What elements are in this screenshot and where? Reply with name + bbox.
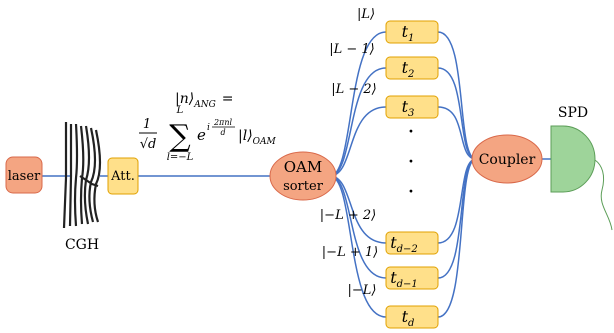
equation-lhs: |n⟩ANG = bbox=[175, 91, 234, 110]
mode-label-3: |L − 2⟩ bbox=[331, 82, 377, 97]
delay-label-sub: 3 bbox=[408, 108, 414, 119]
equation-lhs-sub: ANG bbox=[193, 100, 216, 110]
equation-sum-upper: L bbox=[176, 105, 184, 116]
equation-sum-lower: l=−L bbox=[167, 152, 194, 163]
delay-label: t2 bbox=[402, 58, 415, 80]
delay-box-3: t3 bbox=[385, 95, 439, 119]
oam-sorter: OAM sorter bbox=[269, 151, 337, 201]
delay-box-1: t1 bbox=[385, 20, 439, 44]
laser-box bbox=[5, 156, 43, 194]
delay-label: td−1 bbox=[390, 268, 418, 290]
spd-detector: SPD bbox=[550, 105, 613, 231]
branch-out-path bbox=[437, 158, 477, 318]
oam-sorter-label-line2: sorter bbox=[283, 179, 324, 194]
mode-label-6: |−L⟩ bbox=[348, 283, 377, 298]
branch-paths bbox=[329, 31, 477, 318]
spd-output-fiber bbox=[594, 159, 613, 231]
equation-exp-den: d bbox=[220, 128, 225, 137]
delay-box-4: td−2 bbox=[385, 231, 439, 255]
branch-out-path bbox=[437, 106, 477, 160]
branch-out-path bbox=[437, 158, 477, 244]
delay-label-sub: d−2 bbox=[397, 244, 418, 255]
delay-label: td bbox=[402, 307, 415, 329]
mode-label-1: |L⟩ bbox=[357, 7, 375, 22]
delay-box-rect bbox=[385, 95, 439, 119]
delay-box-rect bbox=[385, 20, 439, 44]
delay-box-2: t2 bbox=[385, 56, 439, 80]
equation-exp-i: i bbox=[207, 123, 210, 133]
equation-frac-den: √d bbox=[140, 137, 157, 152]
equation-lhs-ket: |n⟩ bbox=[175, 91, 194, 107]
delay-label-sub: 1 bbox=[408, 33, 414, 44]
delay-label-main: t bbox=[402, 22, 409, 41]
delay-lines: t1|L⟩t2|L − 1⟩t3|L − 2⟩td−2|−L + 2⟩td−1|… bbox=[320, 7, 439, 329]
attenuator: Att. bbox=[107, 157, 139, 195]
delay-label-main: t bbox=[402, 307, 409, 326]
delay-label: t1 bbox=[402, 22, 415, 44]
delay-box-5: td−1 bbox=[385, 266, 439, 290]
delay-box-rect bbox=[385, 231, 439, 255]
coupler-ellipse bbox=[471, 134, 543, 184]
branch-in-path bbox=[329, 175, 387, 279]
delay-label-sub: d−1 bbox=[397, 279, 418, 290]
equation-ket: |l⟩OAM bbox=[238, 128, 277, 147]
delay-box-rect bbox=[385, 56, 439, 80]
ellipsis-dot-3: · bbox=[408, 180, 415, 205]
branch-in-path bbox=[329, 175, 387, 318]
equation-ket-main: |l⟩ bbox=[238, 128, 253, 144]
cgh-fork-grating-icon bbox=[62, 122, 102, 229]
coupler-label: Coupler bbox=[479, 152, 536, 168]
delay-box-6: td bbox=[385, 305, 439, 329]
equation-frac-num: 1 bbox=[143, 117, 151, 132]
delay-label: t3 bbox=[402, 97, 415, 119]
spd-label: SPD bbox=[558, 105, 588, 121]
cgh-hologram: CGH bbox=[62, 122, 102, 253]
delay-box-rect bbox=[385, 266, 439, 290]
attenuator-label: Att. bbox=[110, 169, 135, 184]
mode-label-5: |−L + 1⟩ bbox=[322, 245, 378, 260]
delay-box-rect bbox=[385, 305, 439, 329]
cgh-label: CGH bbox=[65, 237, 99, 253]
equation-exp-num: 2πnl bbox=[213, 118, 233, 127]
ellipsis-dot-1: · bbox=[408, 120, 415, 145]
ellipsis-dot-2: · bbox=[408, 150, 415, 175]
mode-label-4: |−L + 2⟩ bbox=[320, 208, 376, 223]
branch-in-path bbox=[329, 106, 387, 177]
coupler: Coupler bbox=[471, 134, 543, 184]
oam-sorter-ellipse bbox=[269, 151, 337, 201]
delay-label-sub: 2 bbox=[407, 69, 414, 80]
branch-in-path bbox=[329, 67, 387, 177]
delay-label-main: t bbox=[402, 58, 409, 77]
laser-label: laser bbox=[8, 169, 41, 184]
oam-sorter-label-line1: OAM bbox=[284, 158, 323, 176]
delay-label-main: t bbox=[390, 233, 397, 252]
equation-exp-base: e bbox=[197, 126, 206, 144]
delay-label-main: t bbox=[402, 97, 409, 116]
equation-equals: = bbox=[222, 91, 234, 107]
equation-sum-sign: ∑ bbox=[169, 119, 191, 154]
mode-label-2: |L − 1⟩ bbox=[329, 42, 375, 57]
spd-dome-icon bbox=[550, 125, 596, 193]
delay-label-sub: d bbox=[408, 318, 414, 329]
branch-out-path bbox=[437, 67, 477, 160]
delay-label: td−2 bbox=[390, 233, 418, 255]
branch-in-path bbox=[329, 31, 387, 177]
laser-source: laser bbox=[5, 156, 43, 194]
delay-label-main: t bbox=[390, 268, 397, 287]
branch-out-path bbox=[437, 31, 477, 160]
branch-ellipsis: · · · bbox=[408, 120, 415, 205]
attenuator-box bbox=[107, 157, 139, 195]
equation-ket-sub: OAM bbox=[253, 137, 277, 147]
state-equation: |n⟩ANG = 1 √d L ∑ l=−L e i 2πnl d |l⟩OAM bbox=[139, 91, 277, 163]
